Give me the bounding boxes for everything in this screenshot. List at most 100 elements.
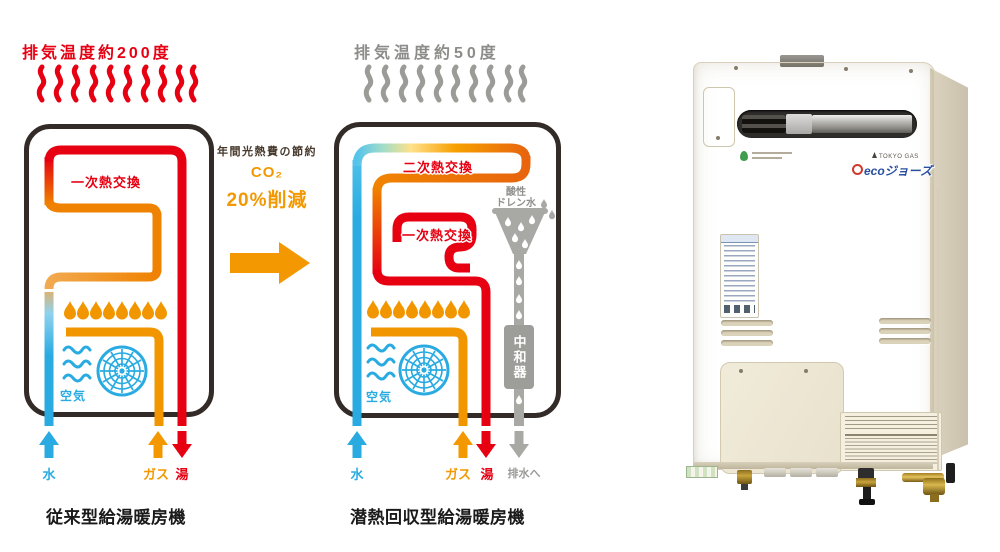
spec-label-header [721,235,758,243]
unit-bottom-edge [693,462,933,469]
louver-slot [721,340,773,346]
tokyo-gas-brand: TOKYO GAS [872,152,934,160]
louver-vents-left [721,320,773,350]
spec-label-sticker [720,234,759,318]
right-primary-coil [392,212,477,273]
left-burner-flames [64,301,167,320]
acid-drain-line2: ドレン水 [496,198,536,209]
right-air-waves [366,343,396,381]
brass-stem [930,494,939,502]
eco-mark-text-line [752,152,792,154]
access-panel [720,362,844,474]
right-air-label: 空気 [366,390,393,404]
right-gas-pipe [371,327,468,426]
caution-label-sticker [840,412,942,471]
caution-text-lines [845,416,937,432]
left-hotwater-out-arrow [172,431,192,458]
tokyo-gas-flame-icon [872,152,877,158]
neutralizer-box: 中和器 [504,325,534,389]
left-gas-label: ガス [142,467,169,482]
acid-drain-line1: 酸性 [506,187,526,198]
unit-front-panel: TOKYO GAS ecoジョーズ [693,62,942,474]
screw-icon [716,136,720,140]
brass-union-nut [923,478,945,495]
louver-slot [721,330,773,336]
caution-text-lines [845,438,937,464]
unit-side-panel [930,68,968,460]
pipe-connector [816,468,838,477]
left-unit-title: 従来型給湯暖房機 [46,508,186,527]
louver-vents-right [879,318,931,348]
tokyo-gas-text: TOKYO GAS [879,154,919,160]
right-gas-in-arrow [453,431,473,458]
right-fan-icon [398,344,450,396]
screw-icon [909,69,913,73]
left-air-waves [62,345,92,383]
right-hotwater-out-arrow [476,431,496,458]
right-unit-title: 潜熱回収型給湯暖房機 [350,508,525,527]
water-heater-product-photo: TOKYO GAS ecoジョーズ [680,50,980,520]
fitting-stem [741,484,748,490]
eco-jozu-logo: ecoジョーズ [852,162,936,179]
left-water-label: 水 [42,467,56,482]
spec-label-barcode-blocks [724,305,755,313]
right-water-label: 水 [350,467,364,482]
vent-clip [786,114,812,134]
right-pipe-serpentine [352,143,531,426]
louver-slot [879,318,931,324]
louver-slot [879,338,931,344]
transition-arrow-shaft [230,253,280,273]
acid-drain-label: 酸性 ドレン水 [484,187,548,209]
transition-arrow-icon [279,242,310,284]
eco-mark-text-line [752,157,782,159]
panel-seam-line [937,188,939,470]
left-primary-exchange-label: 一次熱交換 [70,175,141,190]
right-drain-out-label: 排水へ [507,468,541,480]
pipe-connector [764,468,786,477]
inspection-door-outline [703,87,735,147]
pipe-connector [790,468,812,477]
left-hot-label: 湯 [175,467,189,482]
vent-silver-duct [812,115,912,133]
co2-reduction-label: 20%削減 [226,190,308,211]
exhaust-vent [737,110,917,138]
right-water-in-arrow [347,431,367,458]
co2-label: CO₂ [250,164,284,181]
right-primary-exchange-label: 一次熱交換 [401,228,472,243]
screw-icon [804,369,808,373]
annual-cost-note: 年間光熱費の節約 [217,146,317,158]
right-hot-label: 湯 [480,467,494,482]
gas-valve-stem [863,487,871,501]
screw-icon [739,369,743,373]
eco-certification-mark [740,149,800,163]
gas-valve-handle [859,499,875,505]
diagram-graphics [0,0,555,458]
right-drain-out-arrow [509,431,529,458]
left-exhaust-heading: 排気温度約200度 [22,45,172,62]
left-water-in-arrow [39,431,59,458]
right-heat-squiggles [366,67,524,100]
screw-icon [734,66,738,70]
right-burner-flames [367,300,470,319]
spec-label-text-lines [724,245,755,303]
louver-slot [879,328,931,334]
screw-icon [844,67,848,71]
gas-valve-body [858,468,874,480]
louver-slot [721,320,773,326]
right-gas-label: ガス [444,467,471,482]
left-pipe-serpentine [44,145,187,426]
vent-louver-dark [742,115,786,133]
black-cap-fitting [946,463,955,483]
brass-pipe [902,473,944,482]
right-secondary-exchange-label: 二次熱交換 [402,160,473,175]
left-heat-squiggles [39,67,195,100]
fitting-striped [686,466,718,478]
right-exhaust-heading: 排気温度約50度 [354,45,500,62]
eco-leaf-icon [740,151,748,161]
caution-divider [845,434,937,436]
unit-top-flue-stub [780,55,824,67]
left-air-label: 空気 [60,389,87,403]
left-fan-icon [96,345,148,397]
left-gas-pipe [66,327,164,426]
